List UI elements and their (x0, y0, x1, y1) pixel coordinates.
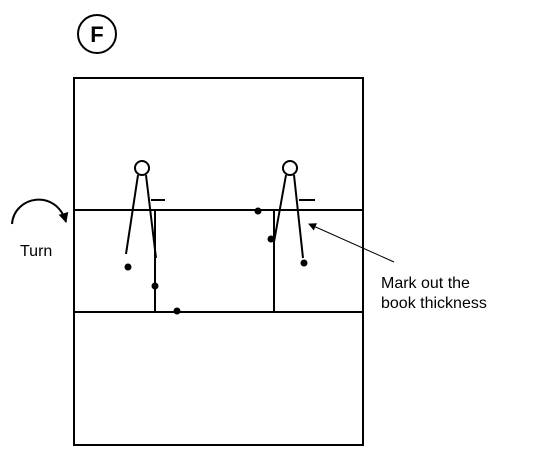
mark-dot (267, 235, 275, 243)
compass-leg-icon (125, 174, 139, 255)
compass-leg-icon (145, 174, 157, 259)
curved-arrow-icon (11, 198, 69, 225)
right-compass (254, 160, 315, 267)
compass-hinge-icon (282, 160, 298, 176)
mark-dot (173, 307, 181, 315)
book-block (73, 77, 364, 446)
mark-dot (151, 282, 159, 290)
annotation-line-2: book thickness (381, 295, 487, 312)
turn-indicator: Turn (11, 198, 69, 260)
step-badge: F (77, 14, 117, 54)
leader-arrow-icon (308, 223, 395, 263)
annotation: Mark out the book thickness (308, 223, 487, 312)
mark-dot (124, 263, 132, 271)
step-badge-label: F (90, 22, 103, 47)
book-outline (73, 77, 364, 446)
mark-dot (300, 259, 308, 267)
compass-leg-icon (273, 174, 287, 243)
mark-dot (254, 207, 262, 215)
step-badge-circle (77, 14, 117, 54)
turn-label: Turn (20, 243, 52, 260)
compass-hinge-icon (134, 160, 150, 176)
left-compass (124, 160, 181, 315)
compass-leg-icon (293, 174, 304, 259)
annotation-line-1: Mark out the (381, 275, 470, 292)
